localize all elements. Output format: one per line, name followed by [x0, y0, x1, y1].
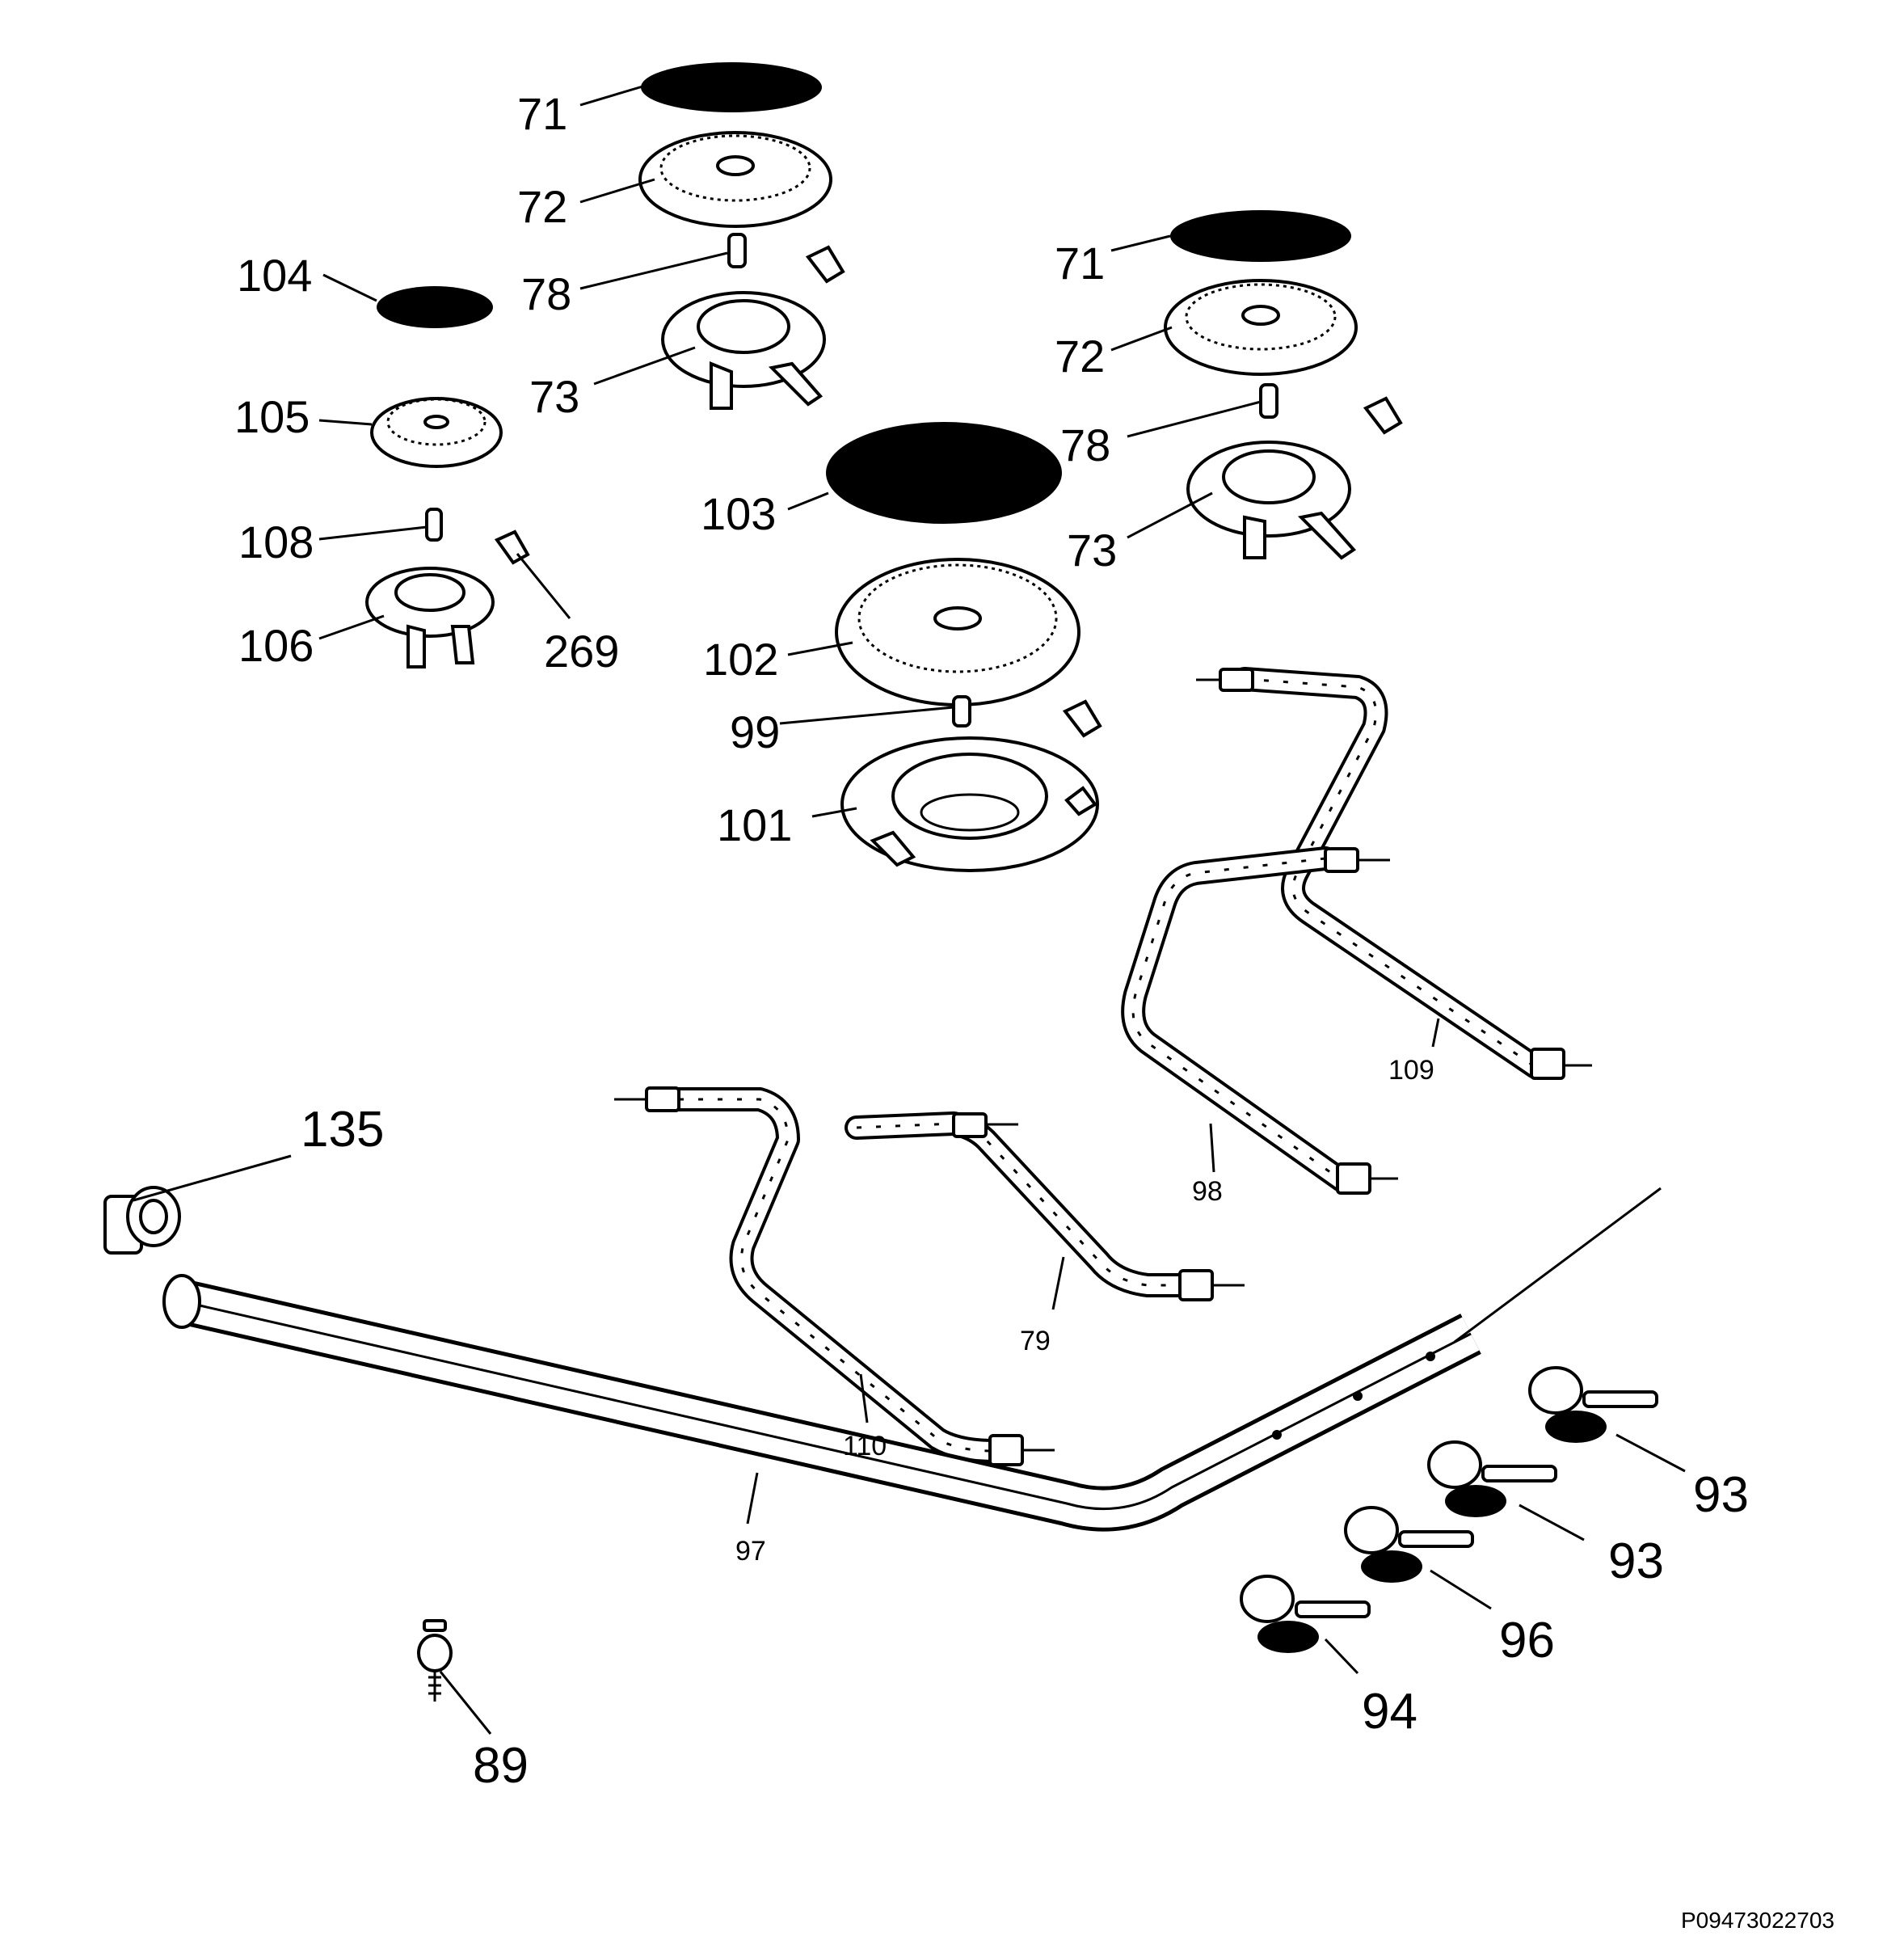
screw-89 [417, 1619, 453, 1702]
burner-cap-104 [377, 286, 493, 328]
callout-99: 99 [730, 706, 780, 757]
gas-manifold-97 [162, 1187, 1662, 1532]
burner-head-101 [840, 736, 1099, 872]
reference-code: P09473022703 [1681, 1908, 1834, 1933]
callout-106: 106 [238, 620, 314, 671]
ignition-plug-icon-center [1062, 699, 1102, 738]
callout-78-top: 78 [521, 268, 571, 319]
callout-103: 103 [701, 488, 776, 539]
callout-108: 108 [238, 517, 314, 567]
callout-98: 98 [1192, 1176, 1223, 1207]
burner-head-73-right [1186, 441, 1357, 560]
callout-71-top: 71 [517, 88, 567, 139]
callout-135: 135 [301, 1102, 384, 1158]
callout-109: 109 [1388, 1055, 1434, 1086]
burner-crown-72-right [1164, 279, 1358, 376]
injector-78-right [1259, 383, 1278, 419]
callout-73-top: 73 [529, 371, 579, 422]
callout-105: 105 [234, 391, 310, 442]
burner-cap-71-right [1170, 210, 1351, 262]
gas-pipe-98 [1121, 846, 1398, 1195]
gas-valve-96 [1344, 1506, 1474, 1583]
ignition-plug-icon-right [1363, 396, 1403, 435]
burner-crown-102 [835, 558, 1080, 706]
burner-cap-103 [826, 422, 1062, 524]
ignition-plug-icon-top [805, 245, 845, 284]
gas-valve-93-top [1528, 1366, 1658, 1443]
callout-89: 89 [473, 1738, 529, 1794]
gas-valve-93-second [1427, 1440, 1557, 1517]
ignition-plug-icon-269 [494, 529, 530, 565]
gas-pipe-79 [845, 1111, 1245, 1301]
burner-head-73-top [661, 291, 826, 410]
callout-97: 97 [735, 1536, 766, 1567]
callout-110: 110 [843, 1431, 887, 1461]
injector-99 [952, 695, 971, 728]
burner-cap-71-top [641, 62, 822, 112]
callout-94: 94 [1362, 1684, 1417, 1740]
callout-78-right: 78 [1060, 420, 1110, 470]
gas-pipe-110 [614, 1086, 1055, 1466]
gas-valve-94 [1240, 1575, 1371, 1653]
burner-head-106 [365, 567, 495, 668]
burner-crown-72-top [638, 131, 832, 228]
callout-101: 101 [717, 799, 792, 850]
callout-104: 104 [237, 250, 312, 301]
callout-72-top: 72 [517, 181, 567, 232]
burner-crown-105 [370, 397, 503, 468]
callout-93-second: 93 [1608, 1533, 1664, 1589]
callout-71-right: 71 [1055, 238, 1105, 289]
leader-lines [133, 85, 1686, 1735]
callout-96: 96 [1499, 1613, 1555, 1668]
callout-269: 269 [544, 626, 619, 677]
callout-79: 79 [1020, 1326, 1051, 1356]
callout-73-right: 73 [1067, 525, 1117, 576]
callout-93-top: 93 [1693, 1467, 1749, 1523]
gas-pipe-109 [1196, 667, 1592, 1080]
callout-102: 102 [703, 634, 778, 685]
callout-72-right: 72 [1055, 331, 1105, 382]
injector-108 [425, 508, 443, 542]
injector-78-top [727, 233, 747, 268]
elbow-fitting-135 [103, 1186, 181, 1255]
